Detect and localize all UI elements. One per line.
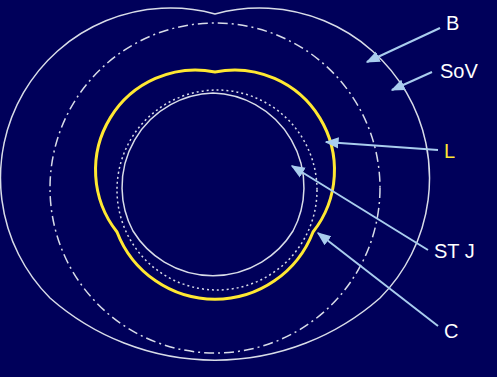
part-label: SoV: [440, 60, 478, 82]
leader-arrow: [367, 28, 440, 62]
leader-arrow: [392, 72, 432, 90]
leader-arrow: [318, 233, 438, 326]
part-label: ST J: [434, 240, 475, 262]
leader-arrow: [326, 142, 438, 150]
part-label: B: [446, 12, 459, 34]
part-label: L: [444, 140, 455, 162]
sinus-outline: [0, 8, 429, 360]
leaflet-crown: [96, 70, 335, 299]
commissure-ring: [117, 90, 317, 290]
part-label: C: [444, 320, 458, 342]
stj-outline: [122, 93, 304, 276]
leader-arrow: [292, 166, 428, 250]
basal-ring: [50, 23, 380, 353]
